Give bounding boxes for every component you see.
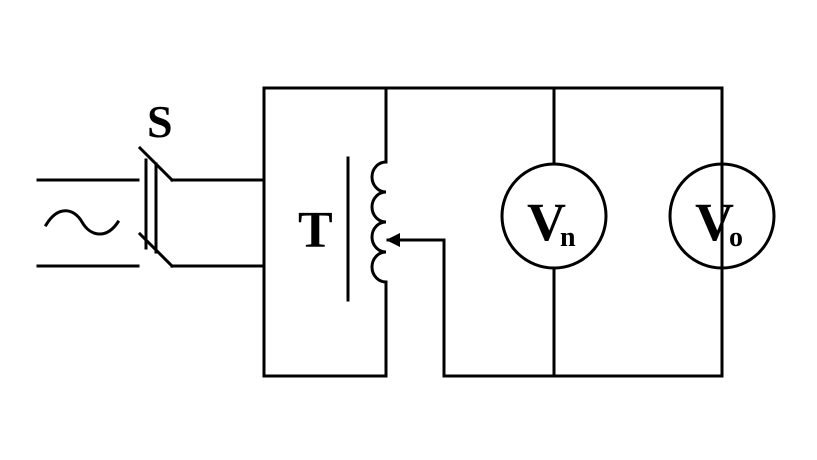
voltmeter-n-subscript: n	[560, 222, 576, 253]
ac-source	[36, 178, 140, 268]
switch-label: S	[147, 96, 173, 147]
switch-s: S	[137, 96, 175, 269]
voltmeter-n: V n	[500, 86, 608, 378]
voltmeter-o-icon	[668, 162, 776, 270]
voltmeter-o-subscript: o	[729, 222, 743, 253]
voltmeter-o-label: V	[695, 192, 734, 252]
circuit-frame	[262, 86, 724, 378]
voltmeter-o: V o	[668, 86, 776, 270]
voltmeter-n-label: V	[527, 192, 566, 252]
transformer-t: T	[298, 86, 446, 378]
transformer-label: T	[298, 202, 333, 259]
ac-tilde-icon	[43, 209, 121, 236]
transformer-coil-icon	[370, 160, 388, 284]
wiper-arrow-icon	[386, 233, 400, 247]
